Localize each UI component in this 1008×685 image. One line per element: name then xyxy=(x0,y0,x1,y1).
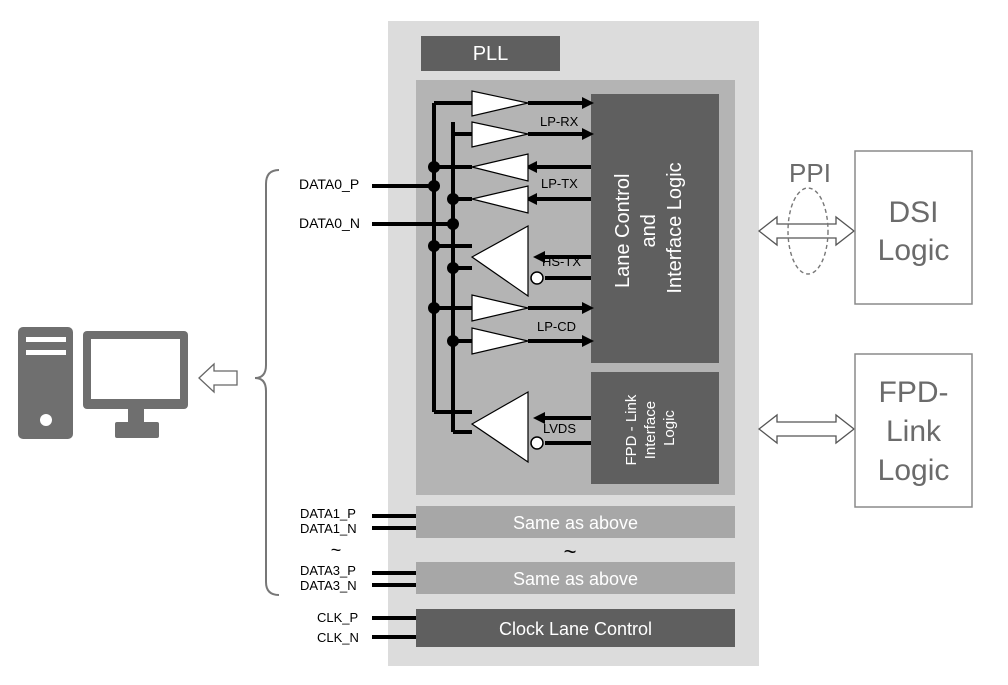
lane-ellipsis-center: ~ xyxy=(564,539,577,564)
same-as-above-1: Same as above xyxy=(513,513,638,533)
lp-cd-label: LP-CD xyxy=(537,319,576,334)
data1-p-label: DATA1_P xyxy=(300,506,356,521)
fpd-link-logic-line1: FPD- xyxy=(879,376,949,409)
lp-cd-amp-2 xyxy=(471,327,529,355)
pll-label: PLL xyxy=(473,43,509,65)
data-lane-1-block: Same as above xyxy=(416,506,735,538)
lane-ellipsis-left: ~ xyxy=(331,540,342,560)
lvds-buffer: LVDS xyxy=(470,390,576,464)
hs-tx-amp xyxy=(470,224,529,298)
data3-p-label: DATA3_P xyxy=(300,563,356,578)
fpd-link-logic-line3: Logic xyxy=(878,454,950,487)
dsi-logic-line1: DSI xyxy=(888,196,938,229)
ppi-bus-ellipse xyxy=(787,187,829,275)
fpd-link-logic-line2: Link xyxy=(886,415,942,448)
lp-tx-label: LP-TX xyxy=(541,176,578,191)
svg-text:FPD - Link Interface: FPD - Link Interface Logic xyxy=(623,390,678,465)
pll-block: PLL xyxy=(421,36,560,71)
fpd-interface-block: FPD - Link Interface Logic xyxy=(591,372,719,484)
lp-rx-label: LP-RX xyxy=(540,114,579,129)
junction-dots xyxy=(428,161,459,347)
hs-tx-buffer: HS-TX xyxy=(470,224,581,298)
data0-p-label: DATA0_P xyxy=(299,176,359,192)
lvds-amp xyxy=(470,390,529,464)
clk-n-label: CLK_N xyxy=(317,630,359,645)
ppi-label: PPI xyxy=(789,158,831,188)
data-lane-3-block: Same as above xyxy=(416,562,735,594)
fpd-double-arrow-icon xyxy=(757,413,856,445)
fpd-interface-line2: Interface xyxy=(642,401,659,459)
data3-n-label: DATA3_N xyxy=(300,578,357,593)
dsi-logic-line2: Logic xyxy=(878,234,950,267)
lp-rx-amp-2 xyxy=(471,121,529,148)
lane-group-brace xyxy=(254,169,280,596)
left-arrow-icon xyxy=(198,362,238,394)
same-as-above-2: Same as above xyxy=(513,569,638,589)
lane-control-line1: Lane Control xyxy=(612,174,634,289)
fpd-interface-line1: FPD - Link xyxy=(623,394,640,465)
lp-tx-buffer: LP-TX xyxy=(471,153,578,214)
lp-cd-buffer: LP-CD xyxy=(471,294,576,355)
fpd-interface-line3: Logic xyxy=(661,410,678,446)
lane-pins xyxy=(372,514,416,639)
data1-n-label: DATA1_N xyxy=(300,521,357,536)
hs-tx-label: HS-TX xyxy=(542,254,581,269)
ppi-double-arrow-icon xyxy=(757,215,856,247)
clock-lane-block: Clock Lane Control xyxy=(416,609,735,647)
lp-rx-buffer: LP-RX xyxy=(471,90,579,148)
data0-n-label: DATA0_N xyxy=(299,215,360,231)
lp-rx-amp-1 xyxy=(471,90,529,117)
lane-control-line2: and xyxy=(638,214,660,247)
lvds-label: LVDS xyxy=(543,421,576,436)
clock-lane-label: Clock Lane Control xyxy=(499,619,652,639)
computer-icon xyxy=(18,327,188,439)
arrowheads xyxy=(525,97,594,424)
lp-tx-amp-1 xyxy=(471,153,529,182)
dsi-logic-block: DSI Logic xyxy=(854,150,973,305)
lane-control-block: Lane Control and Interface Logic xyxy=(591,94,719,363)
fpd-link-logic-block: FPD- Link Logic xyxy=(854,353,973,508)
lane-control-line3: Interface Logic xyxy=(664,162,686,293)
clk-p-label: CLK_P xyxy=(317,610,358,625)
svg-text:Lane Control and I: Lane Control and Interface Logic xyxy=(612,162,686,293)
lp-cd-amp-1 xyxy=(471,294,529,322)
bus-wires xyxy=(372,101,591,445)
lp-tx-amp-2 xyxy=(471,185,529,214)
